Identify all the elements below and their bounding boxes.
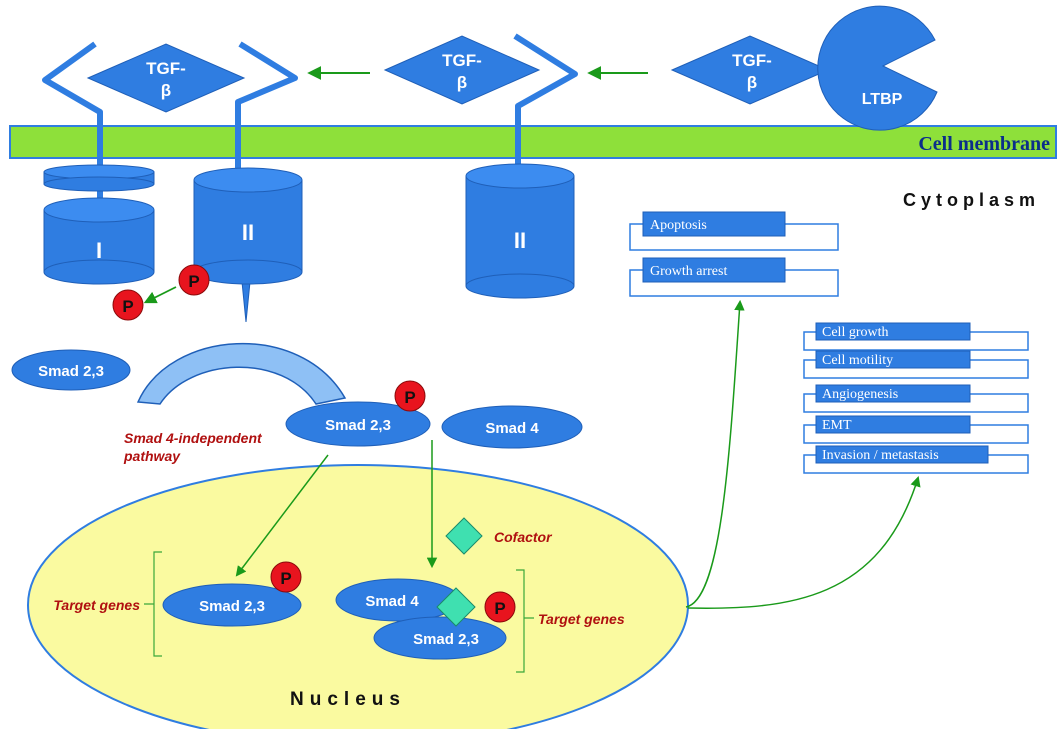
arrow-to-tumor-suppressive-outcomes	[685, 299, 745, 608]
tgf-label: TGF-	[146, 59, 186, 78]
svg-text:Smad 2,3: Smad 2,3	[38, 363, 104, 380]
outcome-angiogenesis: Angiogenesis	[803, 384, 1029, 413]
smad23-inactive: Smad 2,3	[11, 349, 131, 391]
target-genes-label-left: Target genes	[53, 597, 140, 613]
svg-text:P: P	[494, 599, 505, 618]
cofactor-diamond	[445, 517, 483, 555]
svg-text:Cell growth: Cell growth	[822, 325, 889, 340]
receptor-antenna-right	[235, 41, 298, 180]
tgf-label: TGF-	[442, 51, 482, 70]
receptor-antenna-left	[42, 41, 103, 200]
svg-text:Cell motility: Cell motility	[822, 353, 893, 368]
phospho-badge: P	[178, 264, 210, 296]
smad23-nucleus-left: Smad 2,3	[162, 583, 302, 627]
svg-text:Smad 2,3: Smad 2,3	[413, 631, 479, 648]
svg-text:EMT: EMT	[822, 418, 852, 433]
svg-text:Apoptosis: Apoptosis	[650, 218, 707, 233]
receptor-type-II-middle: II	[465, 163, 575, 299]
tgf-beta-diamond-2: TGF- β	[383, 35, 541, 105]
beta-label: β	[161, 81, 171, 100]
smad23-phosphorylated: Smad 2,3	[285, 401, 431, 447]
smad4-independent-label-line1: Smad 4-independent	[124, 430, 263, 446]
beta-label: β	[457, 73, 467, 92]
target-genes-bracket-right	[516, 569, 534, 673]
cell-membrane-label: Cell membrane	[918, 133, 1050, 155]
svg-text:Angiogenesis: Angiogenesis	[822, 387, 898, 402]
tgf-beta-diamond-3: TGF- β	[670, 35, 830, 105]
outcome-invasion-metastasis: Invasion / metastasis	[803, 445, 1029, 474]
smad4-nucleus: Smad 4	[335, 578, 461, 622]
receptor-type-II-left: II	[193, 167, 303, 323]
tgf-beta-diamond-1: TGF- β	[86, 43, 246, 113]
svg-text:Smad 2,3: Smad 2,3	[199, 598, 265, 615]
cofactor-diamond-bound	[436, 587, 476, 627]
svg-text:P: P	[122, 297, 133, 316]
outcome-apoptosis: Apoptosis	[629, 211, 839, 251]
phospho-badge: P	[394, 380, 426, 412]
svg-text:P: P	[188, 272, 199, 291]
cofactor-label: Cofactor	[494, 529, 553, 545]
phospho-transfer-arrow	[143, 286, 177, 304]
target-genes-label-right: Target genes	[538, 611, 625, 627]
ltbp-label: LTBP	[862, 91, 903, 108]
arrow-to-pro-tumor-outcomes	[687, 475, 921, 609]
cell-membrane-bar	[9, 125, 1057, 159]
receptor-type-I: I	[43, 164, 155, 285]
outcome-emt: EMT	[803, 415, 1029, 444]
svg-text:Smad 4: Smad 4	[485, 420, 539, 437]
outcome-cell-growth: Cell growth	[803, 322, 1029, 351]
nucleus-label: Nucleus	[290, 689, 406, 710]
receptor-antenna-middle	[513, 33, 578, 175]
smad-activation-curve	[136, 343, 347, 405]
svg-text:P: P	[280, 569, 291, 588]
phospho-badge: P	[270, 561, 302, 593]
cytoplasm-label: Cytoplasm	[903, 190, 1040, 210]
beta-label: β	[747, 73, 757, 92]
receptor-II-label: II	[242, 220, 254, 245]
phospho-badge: P	[484, 591, 516, 623]
receptor-II-label: II	[514, 228, 526, 253]
arrow-smad23-to-nucleus	[235, 454, 329, 577]
smad23-nucleus-complex: Smad 2,3	[373, 616, 507, 660]
tgf-label: TGF-	[732, 51, 772, 70]
outcome-growth-arrest: Growth arrest	[629, 257, 839, 297]
target-genes-bracket-left	[144, 551, 162, 657]
svg-text:Invasion / metastasis: Invasion / metastasis	[822, 448, 939, 463]
receptor-I-label: I	[96, 238, 102, 263]
smad4-cytoplasm: Smad 4	[441, 405, 583, 449]
svg-text:Smad 2,3: Smad 2,3	[325, 417, 391, 434]
ltbp-shape: LTBP	[817, 5, 938, 131]
svg-text:Smad 4: Smad 4	[365, 593, 419, 610]
svg-text:P: P	[404, 388, 415, 407]
svg-text:Growth arrest: Growth arrest	[650, 264, 727, 279]
phospho-badge: P	[112, 289, 144, 321]
smad4-independent-label-line2: pathway	[123, 448, 181, 464]
outcome-cell-motility: Cell motility	[803, 350, 1029, 379]
